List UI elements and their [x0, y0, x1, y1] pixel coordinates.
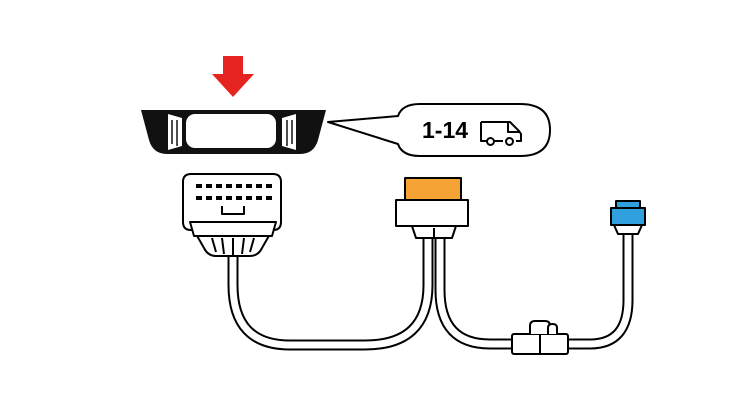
orange-connector — [404, 177, 462, 203]
obd-pins — [196, 184, 272, 200]
cable-harness — [227, 227, 634, 351]
van-icon — [480, 121, 522, 146]
inline-fuse-holder — [511, 320, 569, 355]
callout-label: 1-14 — [422, 117, 468, 143]
obd-plug-connector — [182, 173, 282, 257]
vehicle-obd-port — [141, 110, 326, 154]
blue-connector — [610, 200, 646, 235]
splitter-connector — [395, 177, 469, 239]
down-arrow-icon — [212, 56, 254, 97]
